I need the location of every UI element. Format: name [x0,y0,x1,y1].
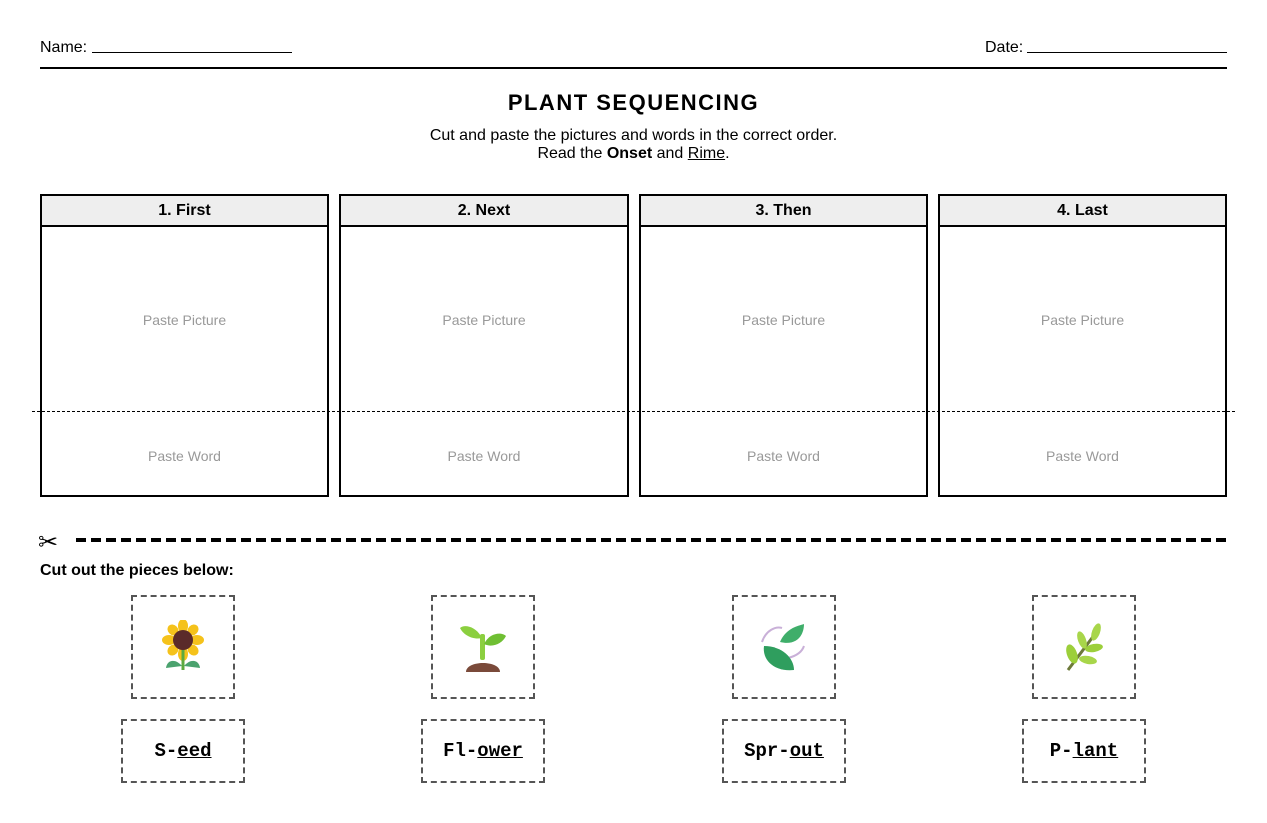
box-header: 3. Then [641,196,926,227]
paste-word-placeholder: Paste Word [148,448,221,464]
scissors-icon: ✂ [38,529,59,556]
paste-word-placeholder: Paste Word [747,448,820,464]
date-field[interactable] [1027,52,1227,53]
onset-term: Onset [606,145,653,162]
picture-piece-3[interactable] [732,595,836,699]
cut-line [76,538,1227,542]
word-piece-4[interactable]: P-lant [1022,719,1146,783]
onset-text: S- [154,740,178,762]
fold-line [32,411,1235,412]
paste-picture-placeholder: Paste Picture [741,312,826,328]
rime-text: lant [1072,740,1119,762]
paste-word-placeholder: Paste Word [1046,448,1119,464]
instr-text: and [652,145,688,162]
paste-picture-placeholder: Paste Picture [442,312,526,328]
instr-text: Read the [537,145,607,162]
header-divider [40,67,1227,69]
onset-text: Fl- [443,740,478,762]
sunflower-icon [162,620,204,670]
paste-word-placeholder: Paste Word [447,448,521,464]
name-field[interactable] [92,52,292,53]
paste-picture-placeholder: Paste Picture [142,312,227,328]
rime-text: out [789,740,824,762]
onset-text: Spr- [744,740,790,762]
picture-piece-1[interactable] [131,595,235,699]
box-header: 2. Next [341,196,627,227]
word-piece-2[interactable]: Fl-ower [421,719,545,783]
instructions-line-2: Read the Onset and Rime. [0,145,1267,163]
instr-text: . [725,145,730,162]
picture-piece-2[interactable] [431,595,535,699]
rime-term: Rime [687,145,726,162]
word-piece-3[interactable]: Spr-out [722,719,846,783]
rime-text: ower [477,740,523,762]
sequence-box-3[interactable]: 3. Then Paste Picture Paste Word [639,194,928,497]
cut-instructions: Cut out the pieces below: [40,562,234,579]
paste-picture-placeholder: Paste Picture [1040,312,1125,328]
sequence-box-1[interactable]: 1. First Paste Picture Paste Word [40,194,329,497]
picture-piece-4[interactable] [1032,595,1136,699]
page-title: PLANT SEQUENCING [507,90,760,115]
box-header: 1. First [42,196,327,227]
onset-text: P- [1049,740,1073,762]
sequence-box-4[interactable]: 4. Last Paste Picture Paste Word [938,194,1227,497]
instructions-line-1: Cut and paste the pictures and words in … [429,127,838,144]
herb-icon [1066,623,1103,671]
seedling-icon [460,626,506,672]
box-header: 4. Last [940,196,1225,227]
rime-text: eed [177,740,212,762]
word-piece-1[interactable]: S-eed [121,719,245,783]
sequence-box-2[interactable]: 2. Next Paste Picture Paste Word [339,194,629,497]
date-label: Date: [985,39,1024,56]
leaf-fluttering-icon [761,624,805,671]
name-label: Name: [40,39,88,56]
